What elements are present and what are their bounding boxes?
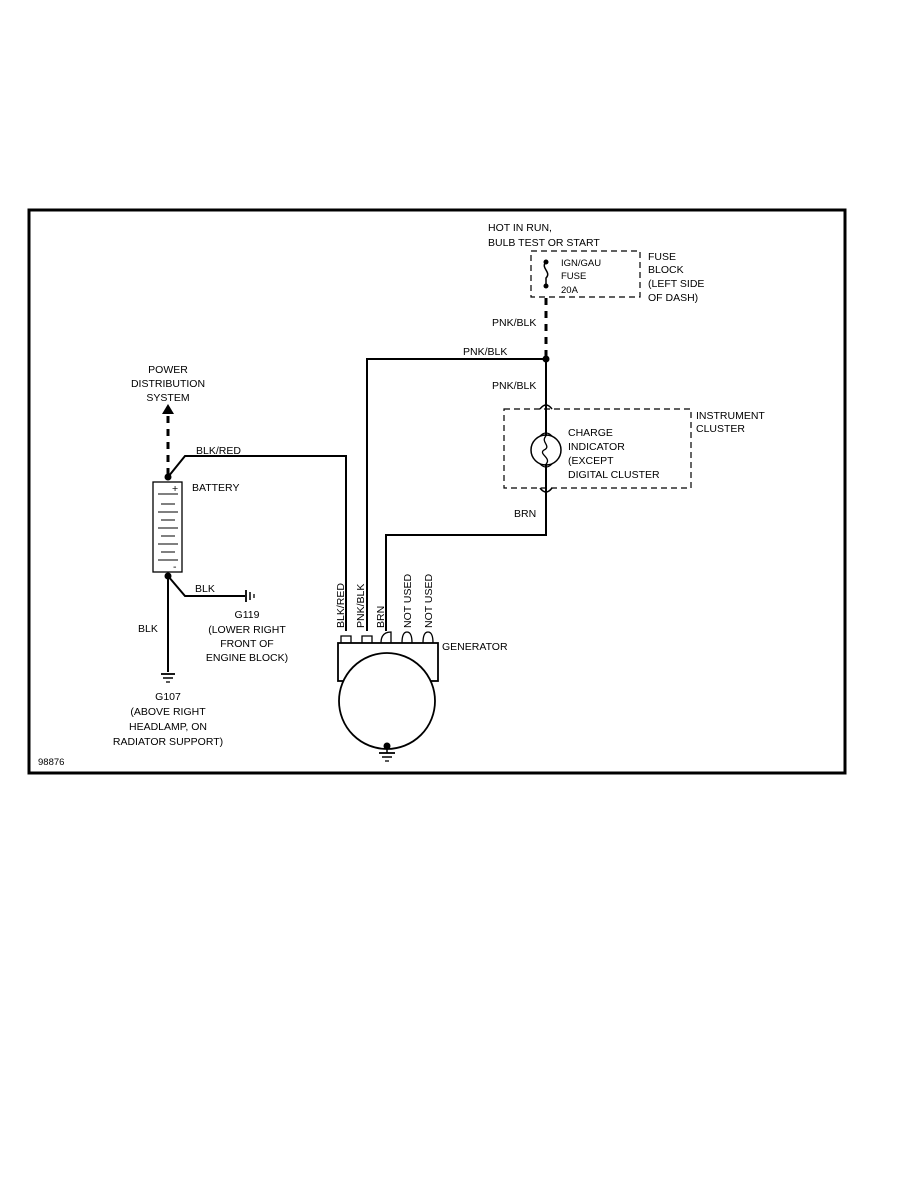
generator-label: GENERATOR	[442, 641, 508, 653]
fuse-name-label: IGN/GAU	[561, 258, 601, 269]
blk-red-label: BLK/RED	[196, 445, 241, 457]
battery-icon	[152, 481, 183, 573]
brn-wire	[385, 492, 547, 631]
battery-label: BATTERY	[192, 482, 239, 494]
diagram-frame	[27, 208, 847, 775]
g119-label-2: (LOWER RIGHT	[208, 624, 286, 636]
charge-indicator-label-4: DIGITAL CLUSTER	[568, 469, 660, 481]
instrument-cluster-box	[503, 408, 692, 489]
hot-in-run-label-2: BULB TEST OR START	[488, 237, 600, 249]
charge-indicator-label-2: INDICATOR	[568, 441, 625, 453]
generator-terminals	[340, 631, 434, 644]
blk-red-wire	[167, 455, 347, 631]
figure-id: 98876	[38, 757, 64, 768]
brn-wire-label: BRN	[514, 508, 536, 520]
power-distribution-label-2: DISTRIBUTION	[131, 378, 205, 390]
fuse-block-label-4: OF DASH)	[648, 292, 698, 304]
charge-indicator-label: CHARGE	[568, 427, 613, 439]
instrument-cluster-label: INSTRUMENT	[696, 410, 765, 422]
blk-label-g107: BLK	[138, 623, 158, 635]
hot-in-run-label: HOT IN RUN,	[488, 222, 552, 234]
fuse-block-label-2: BLOCK	[648, 264, 684, 276]
g119-label-3: FRONT OF	[220, 638, 273, 650]
terminal-not-used-label-1: NOT USED	[402, 574, 414, 628]
ground-g119-icon	[245, 590, 255, 602]
generator-body	[338, 652, 436, 750]
fuse-block-label-3: (LEFT SIDE	[648, 278, 704, 290]
pnk-blk-label-2: PNK/BLK	[463, 346, 507, 358]
fuse-icon	[543, 259, 549, 289]
pnk-blk-wire-to-generator	[366, 358, 546, 631]
charge-indicator-label-3: (EXCEPT	[568, 455, 614, 467]
blk-label-g119: BLK	[195, 583, 215, 595]
power-distribution-label-3: SYSTEM	[146, 392, 189, 404]
terminal-blk-red-label: BLK/RED	[335, 583, 347, 628]
ground-g107-icon	[161, 673, 175, 683]
blk-wire-to-g119	[167, 575, 245, 597]
charge-indicator-lamp-icon	[530, 432, 562, 468]
fuse-block-box	[530, 250, 641, 298]
battery-plus-label: +	[172, 483, 178, 495]
battery-minus-label: -	[173, 561, 177, 573]
terminal-brn-label: BRN	[375, 606, 387, 628]
g119-label: G119	[235, 609, 260, 621]
pnk-blk-label-3: PNK/BLK	[492, 380, 536, 392]
power-distribution-label: POWER	[148, 364, 188, 376]
instrument-cluster-label-2: CLUSTER	[696, 423, 745, 435]
generator-ground-node	[383, 742, 391, 750]
power-arrow-icon	[162, 404, 174, 414]
fuse-block-label: FUSE	[648, 251, 676, 263]
pnk-blk-label-1: PNK/BLK	[492, 317, 536, 329]
fuse-rating-label: 20A	[561, 285, 579, 296]
generator-ground-icon	[379, 749, 395, 762]
fuse-name-label-2: FUSE	[561, 271, 586, 282]
g107-label: G107	[155, 691, 181, 703]
g119-label-4: ENGINE BLOCK)	[206, 652, 288, 664]
terminal-pnk-blk-label: PNK/BLK	[355, 584, 367, 628]
g107-label-3: HEADLAMP, ON	[129, 721, 207, 733]
terminal-not-used-label-2: NOT USED	[423, 574, 435, 628]
g107-label-2: (ABOVE RIGHT	[130, 706, 206, 718]
g107-label-4: RADIATOR SUPPORT)	[113, 736, 223, 748]
